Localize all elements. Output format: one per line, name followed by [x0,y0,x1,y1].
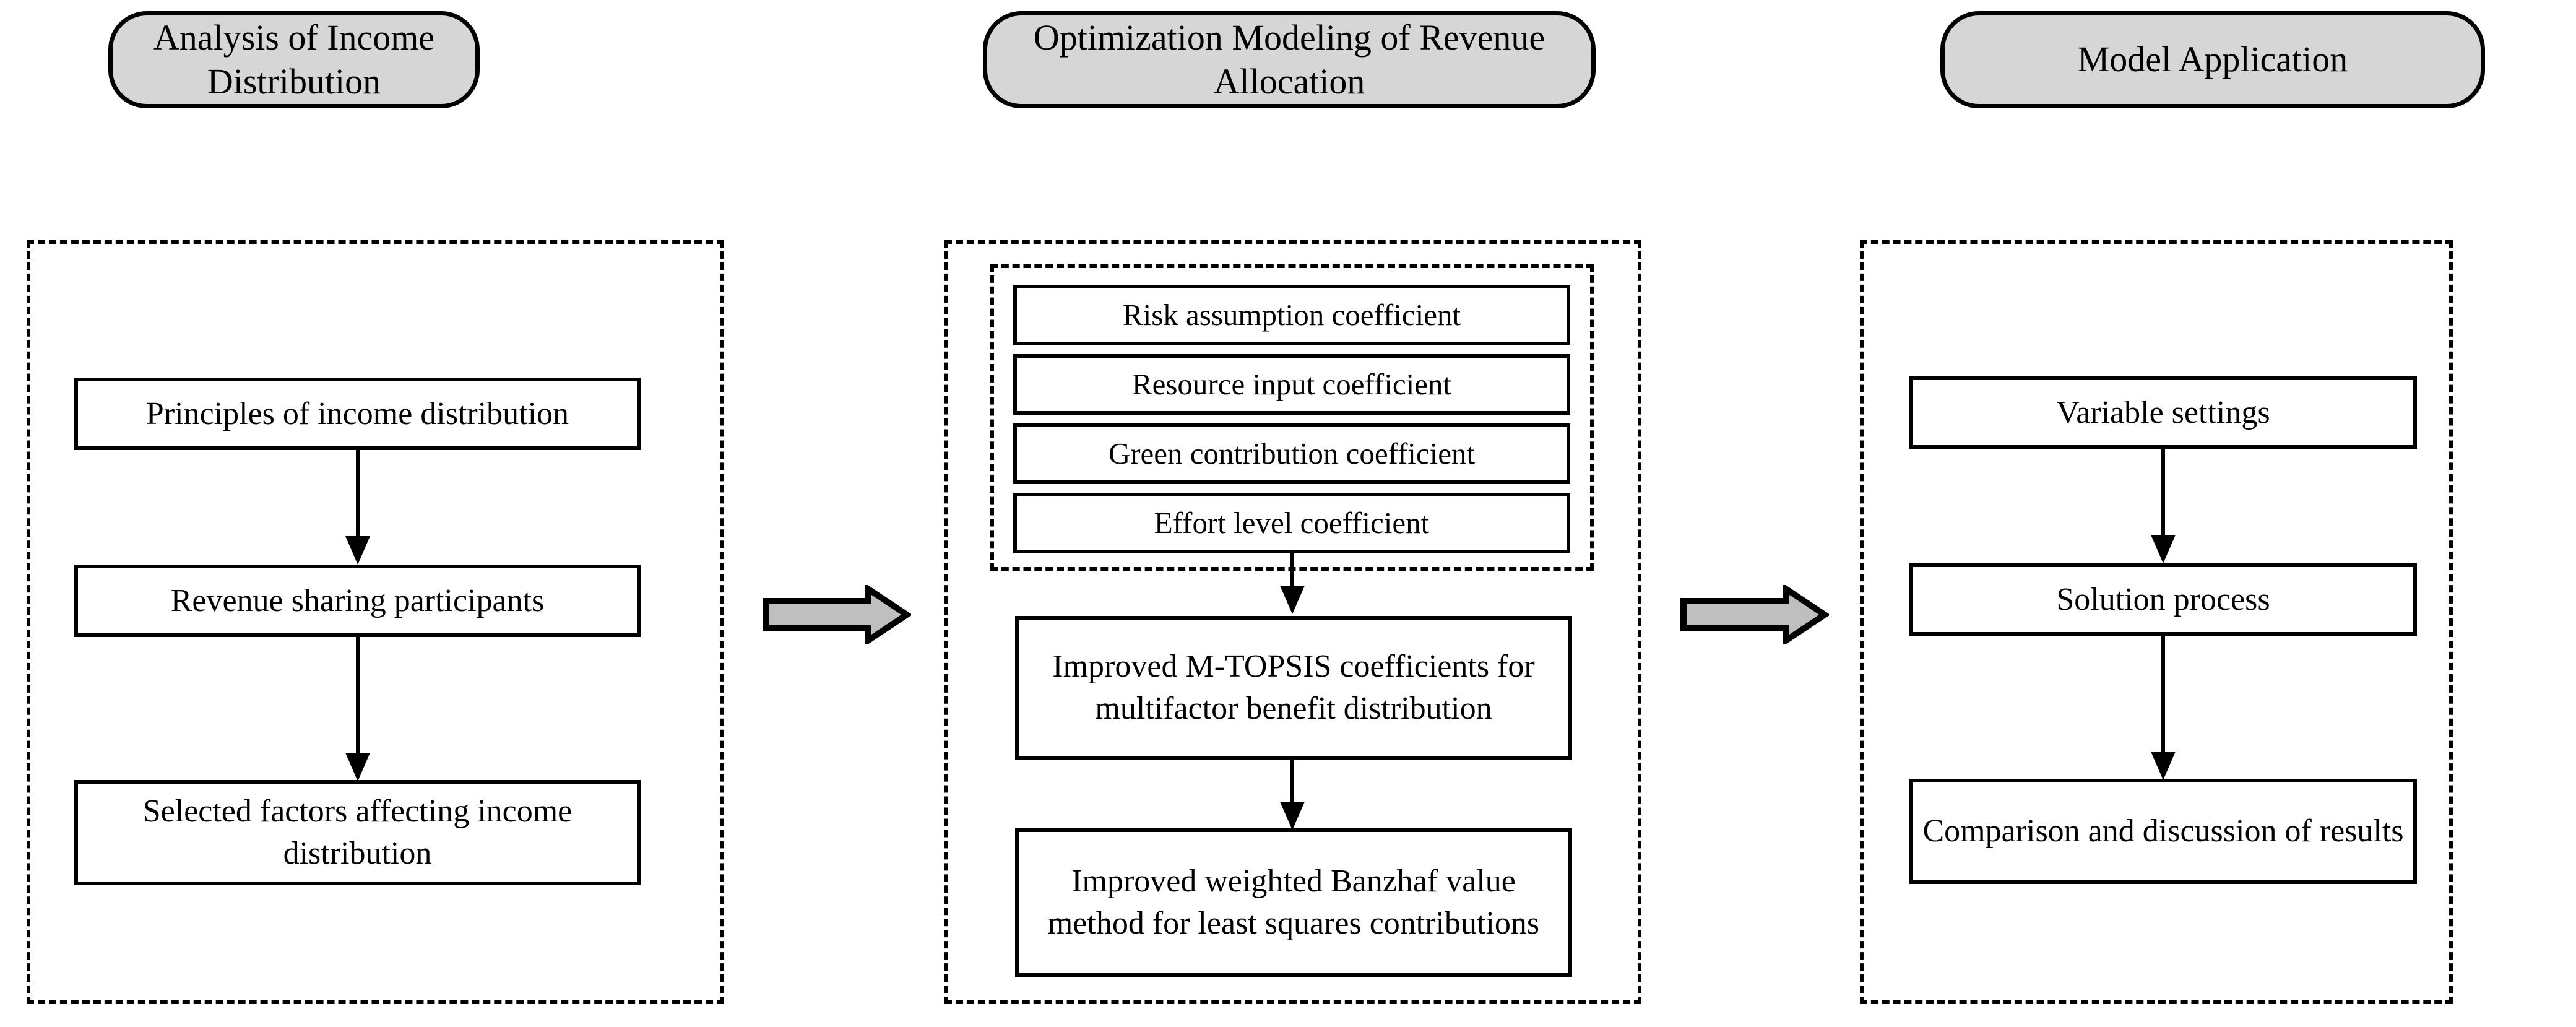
node-label: Effort level coefficient [1154,506,1430,540]
node-label: Revenue sharing participants [170,583,545,618]
node-label: Improved M-TOPSIS coefficients for multi… [1052,649,1535,726]
stage-group-optimization [944,240,1641,1004]
stage-header-optimization: Optimization Modeling of Revenue Allocat… [983,11,1596,108]
node-revenue-sharing-participants[interactable]: Revenue sharing participants [74,565,641,637]
arrowhead-participants-to-factors [345,753,370,781]
node-green-contribution-coefficient[interactable]: Green contribution coefficient [1013,423,1570,484]
stage-header-application-label: Model Application [2077,39,2348,80]
connector-variables-to-solution [2161,449,2165,543]
node-selected-factors-affecting-income-distribution[interactable]: Selected factors affecting income distri… [74,780,641,885]
stage-header-optimization-label: Optimization Modeling of Revenue Allocat… [1033,17,1545,102]
stage-transition-arrow-1 [763,585,911,644]
node-label: Variable settings [2056,394,2270,430]
right-arrow-icon [1680,585,1829,644]
arrowhead-coefficients-to-mtopsis [1280,586,1305,614]
stage-header-analysis-label: Analysis of Income Distribution [153,17,435,102]
node-label: Risk assumption coefficient [1122,298,1461,332]
connector-principles-to-participants [356,450,360,544]
arrowhead-mtopsis-to-banzhaf [1280,802,1305,830]
node-improved-m-topsis-coefficients[interactable]: Improved M-TOPSIS coefficients for multi… [1015,616,1572,760]
node-label: Improved weighted Banzhaf value method f… [1047,864,1540,941]
node-label: Comparison and discussion of results [1922,813,2404,849]
connector-solution-to-comparison [2161,636,2165,760]
node-principles-of-income-distribution[interactable]: Principles of income distribution [74,378,641,450]
node-variable-settings[interactable]: Variable settings [1909,376,2417,449]
connector-coefficients-to-mtopsis [1290,553,1294,592]
stage-transition-arrow-2 [1680,585,1829,644]
stage-header-analysis: Analysis of Income Distribution [108,11,480,108]
right-arrow-icon [763,585,911,644]
stage-group-analysis [27,240,724,1004]
node-label: Solution process [2056,581,2270,617]
arrowhead-principles-to-participants [345,536,370,565]
node-risk-assumption-coefficient[interactable]: Risk assumption coefficient [1013,285,1570,345]
node-effort-level-coefficient[interactable]: Effort level coefficient [1013,493,1570,553]
node-label: Green contribution coefficient [1108,436,1476,471]
arrowhead-variables-to-solution [2151,535,2176,563]
node-comparison-and-discussion-of-results[interactable]: Comparison and discussion of results [1909,779,2417,884]
stage-header-application: Model Application [1940,11,2485,108]
node-improved-weighted-banzhaf-value-method[interactable]: Improved weighted Banzhaf value method f… [1015,828,1572,977]
node-label: Principles of income distribution [145,396,569,431]
arrowhead-solution-to-comparison [2151,752,2176,780]
connector-participants-to-factors [356,637,360,761]
node-resource-input-coefficient[interactable]: Resource input coefficient [1013,354,1570,415]
node-solution-process[interactable]: Solution process [1909,563,2417,636]
stage-group-application [1860,240,2453,1004]
node-label: Selected factors affecting income distri… [142,794,573,871]
connector-mtopsis-to-banzhaf [1290,760,1294,808]
node-label: Resource input coefficient [1131,367,1452,402]
